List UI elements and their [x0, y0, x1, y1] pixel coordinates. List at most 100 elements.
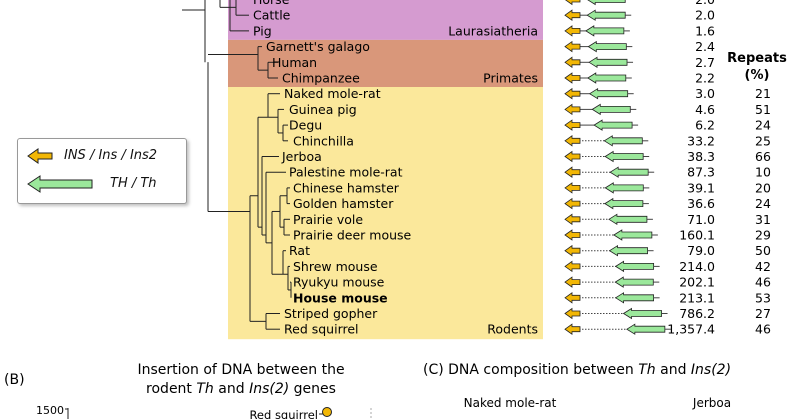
ins-gene-arrow	[564, 25, 581, 37]
th-arrow-icon	[27, 175, 93, 193]
th-gene-arrow	[622, 307, 662, 320]
th-gene-arrow	[588, 56, 628, 69]
species-label: Chinese hamster	[293, 180, 400, 195]
repeat-percent: 46	[755, 275, 771, 290]
repeat-percent: 66	[755, 149, 771, 164]
insertion-size: 2.4	[695, 39, 715, 54]
panel-b-point-label: Red squirrel	[249, 408, 318, 419]
species-label: Striped gopher	[284, 306, 378, 321]
insertion-size: 2.2	[695, 71, 715, 86]
insertion-size: 2.0	[695, 8, 715, 23]
panel-c-subtitle-jerboa: Jerboa	[692, 396, 731, 410]
insertion-size: 33.2	[687, 133, 715, 148]
insertion-size: 4.6	[695, 102, 715, 117]
species-label: Jerboa	[281, 149, 322, 164]
repeats-header-1: Repeats	[727, 51, 787, 66]
species-label: House mouse	[293, 290, 388, 305]
species-label: Prairie vole	[293, 212, 363, 227]
repeat-percent: 21	[755, 86, 771, 101]
gene-diagram	[564, 56, 634, 69]
species-label: Rat	[289, 243, 310, 258]
gene-diagram	[564, 323, 671, 335]
repeat-percent: 29	[755, 228, 771, 243]
legend-th-label: TH / Th	[110, 176, 157, 191]
legend-ins-label: INS / Ins / Ins2	[64, 148, 158, 163]
insertion-size: 2.0	[695, 0, 715, 7]
ins-gene-arrow	[564, 87, 581, 100]
th-gene-arrow	[604, 197, 644, 210]
ins-gene-arrow	[564, 72, 581, 84]
repeat-percent: 46	[755, 322, 771, 337]
ins-gene-arrow	[564, 182, 581, 194]
ins-gene-arrow	[564, 229, 581, 241]
insertion-size: 71.0	[687, 212, 715, 227]
insertion-size: 39.1	[687, 180, 715, 195]
insertion-size: 786.2	[679, 306, 715, 321]
species-label: Shrew mouse	[293, 259, 378, 274]
insertion-size-values: 2.02.01.62.42.72.23.04.66.233.238.387.33…	[667, 0, 715, 337]
panel-b-title-2: rodent Th and Ins(2) genes	[146, 381, 336, 397]
panel-b-point	[322, 407, 332, 417]
ins-gene-arrow	[564, 103, 581, 116]
th-gene-arrow	[588, 87, 629, 100]
repeat-percent: 27	[755, 306, 771, 321]
insertion-size: 36.6	[687, 196, 715, 211]
gene-diagram	[564, 182, 650, 194]
repeat-percent: 53	[755, 290, 771, 305]
species-labels: HorseCattlePigGarnett's galagoHumanChimp…	[253, 0, 412, 337]
insertion-size: 2.7	[695, 55, 715, 70]
gene-diagram	[564, 87, 634, 100]
species-label: Degu	[289, 118, 322, 133]
species-label: Golden hamster	[293, 196, 394, 211]
th-gene-arrow	[609, 166, 649, 178]
insertion-size: 3.0	[695, 86, 715, 101]
insertion-size: 87.3	[687, 165, 715, 180]
gene-diagram	[564, 9, 632, 21]
ins-gene-arrow	[564, 56, 581, 69]
gene-diagram	[564, 72, 632, 84]
repeat-percent: 42	[755, 259, 771, 274]
gene-diagram	[564, 244, 654, 257]
clade-label: Rodents	[487, 322, 538, 337]
species-label: Human	[272, 55, 317, 70]
ins-gene-arrow	[565, 0, 581, 6]
insertion-size: 1.6	[695, 23, 715, 38]
gene-diagram	[564, 260, 660, 273]
repeat-percent: 51	[755, 102, 771, 117]
gene-diagram	[564, 276, 660, 288]
gene-diagram	[564, 25, 630, 37]
ins-gene-arrow	[564, 244, 581, 257]
species-label: Pig	[253, 23, 272, 38]
gene-diagram	[564, 103, 637, 116]
species-label: Prairie deer mouse	[293, 228, 412, 243]
repeats-header-2: (%)	[745, 68, 770, 83]
clade-label: Primates	[483, 71, 538, 86]
species-label: Guinea pig	[289, 102, 357, 117]
clade-band	[228, 39, 543, 87]
species-label: Red squirrel	[284, 322, 359, 337]
gene-legend: INS / Ins / Ins2 TH / Th	[17, 138, 187, 204]
gene-diagram	[564, 166, 655, 178]
gene-diagram	[564, 197, 649, 210]
species-label: Chinchilla	[293, 133, 354, 148]
th-gene-arrow	[587, 0, 626, 6]
species-label: Horse	[253, 0, 290, 7]
ins-gene-arrow	[564, 260, 581, 273]
th-gene-arrow	[614, 292, 655, 304]
gene-diagram	[564, 150, 650, 163]
th-gene-arrow	[614, 260, 655, 273]
insertion-size: 160.1	[679, 228, 715, 243]
panel-b-ytick: 1500	[36, 404, 64, 417]
th-gene-arrow	[614, 276, 654, 288]
insertion-size: 214.0	[679, 259, 715, 274]
ins-gene-arrow	[564, 9, 581, 21]
th-gene-arrow	[613, 229, 653, 241]
phylogenetic-tree	[182, 0, 292, 330]
species-label: Garnett's galago	[266, 39, 370, 54]
ins-gene-arrow	[564, 292, 581, 304]
repeat-percent: 24	[755, 196, 771, 211]
species-label: Ryukyu mouse	[293, 275, 385, 290]
ins-gene-arrow	[564, 213, 581, 226]
th-gene-arrow	[593, 119, 633, 131]
